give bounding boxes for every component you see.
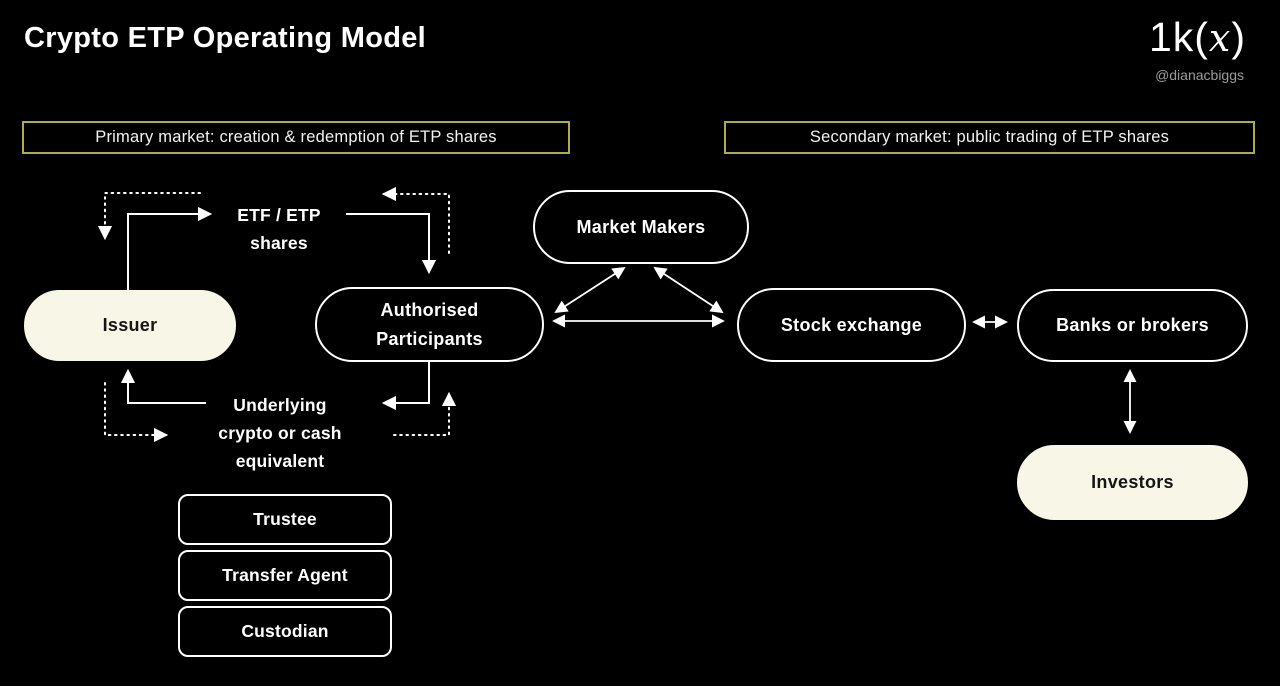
node-ap-label-line2: Participants xyxy=(376,328,483,349)
node-investors-label: Investors xyxy=(1091,472,1174,492)
node-ap-label-line1: Authorised xyxy=(380,299,479,320)
node-investors: Investors xyxy=(1017,445,1248,520)
node-banks-or-brokers: Banks or brokers xyxy=(1017,289,1248,362)
arrow-issuer-to-etf-shares xyxy=(127,206,213,290)
logo-pre: 1k( xyxy=(1148,14,1209,60)
logo-post: ) xyxy=(1231,14,1246,60)
node-authorised-participants: Authorised Participants xyxy=(315,287,544,362)
label-underlying-line2: crypto or cash xyxy=(218,423,342,443)
node-market-makers-label: Market Makers xyxy=(576,216,706,237)
dotted-arrow-underlying-to-ap xyxy=(393,391,457,436)
arrow-market-makers-stock-exchange xyxy=(653,266,724,314)
arrow-ap-to-underlying xyxy=(381,358,430,411)
label-etf-line1: ETF / ETP xyxy=(237,205,321,225)
box-transfer-agent: Transfer Agent xyxy=(178,550,392,601)
box-custodian: Custodian xyxy=(178,606,392,657)
dotted-arrow-issuer-to-underlying xyxy=(104,382,169,443)
label-etf-etp-shares: ETF / ETP shares xyxy=(200,201,358,257)
node-issuer-label: Issuer xyxy=(102,315,158,335)
node-issuer: Issuer xyxy=(24,290,236,361)
arrow-etf-shares-to-ap xyxy=(346,213,437,275)
label-underlying-line1: Underlying xyxy=(233,395,327,415)
node-banks-or-brokers-label: Banks or brokers xyxy=(1056,315,1209,335)
label-etf-line2: shares xyxy=(250,233,308,253)
primary-market-banner: Primary market: creation & redemption of… xyxy=(22,121,570,154)
author-handle: @dianacbiggs xyxy=(1155,67,1244,83)
node-market-makers: Market Makers xyxy=(533,190,749,264)
box-trustee: Trustee xyxy=(178,494,392,545)
node-stock-exchange: Stock exchange xyxy=(737,288,966,362)
dotted-arrow-ap-to-etf-shares xyxy=(381,186,450,254)
logo-1kx: 1k(x) xyxy=(1149,14,1246,61)
page-title: Crypto ETP Operating Model xyxy=(24,22,427,54)
arrow-ap-market-makers xyxy=(554,266,626,314)
dotted-arrow-etf-shares-to-issuer xyxy=(97,192,201,241)
label-underlying-line3: equivalent xyxy=(235,451,325,471)
node-stock-exchange-label: Stock exchange xyxy=(780,314,923,335)
secondary-market-banner: Secondary market: public trading of ETP … xyxy=(724,121,1255,154)
logo-x: x xyxy=(1208,16,1232,60)
label-underlying-crypto: Underlying crypto or cash equivalent xyxy=(188,391,372,475)
